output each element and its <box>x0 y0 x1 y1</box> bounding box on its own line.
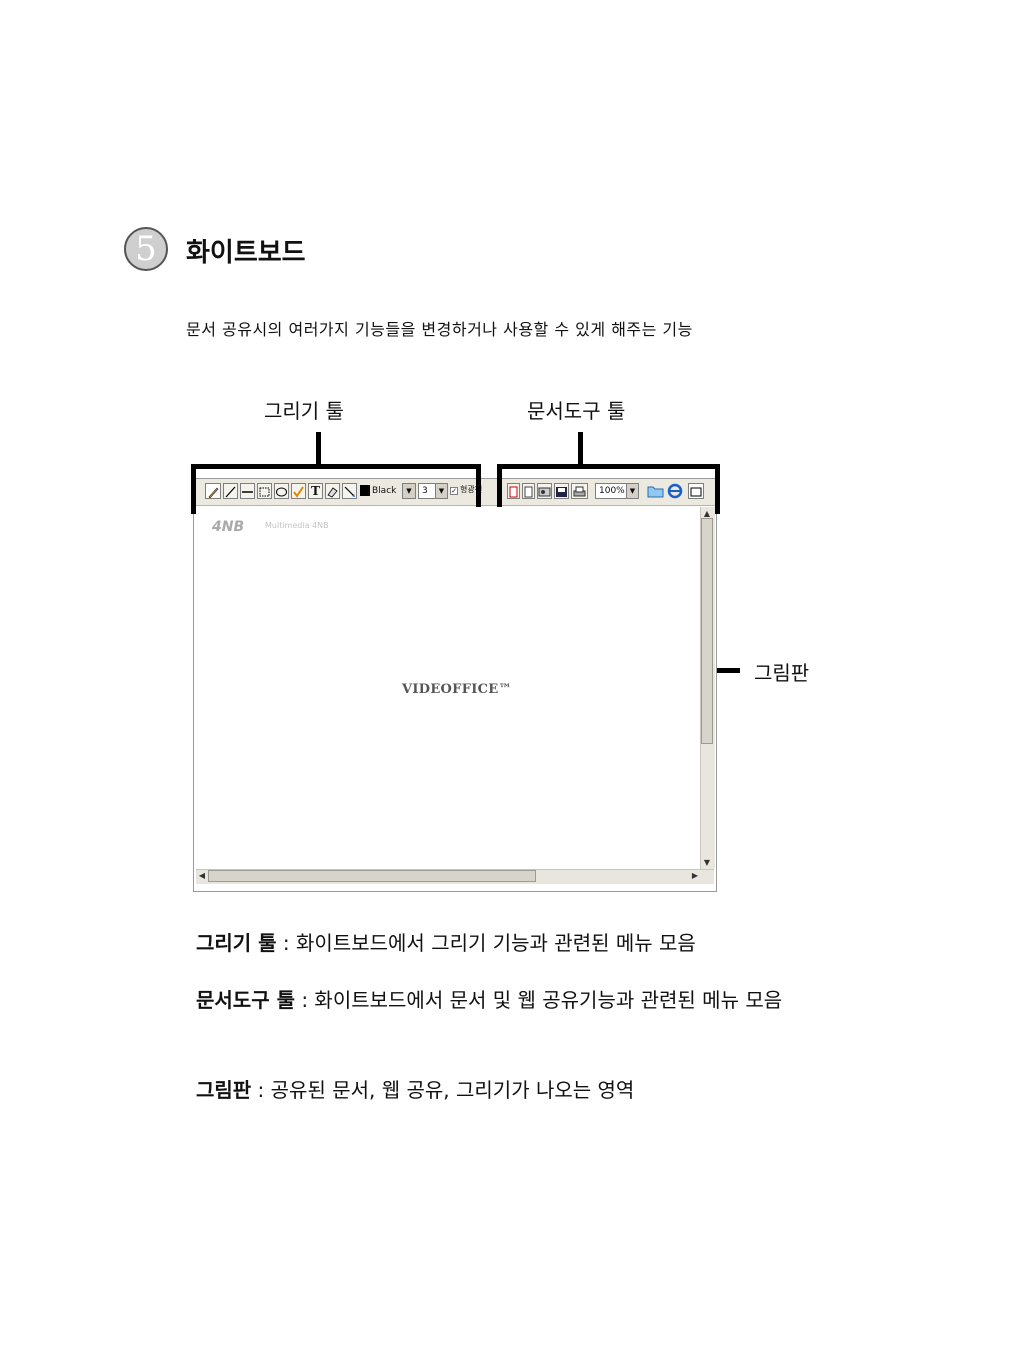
description-term: 그림판 <box>196 1078 252 1102</box>
eraser-tool-button[interactable] <box>325 483 340 499</box>
open-document-button[interactable] <box>507 483 520 499</box>
pointer-icon <box>344 486 355 497</box>
pointer-tool-button[interactable] <box>342 483 357 499</box>
description-document-tool: 문서도구 툴 : 화이트보드에서 문서 및 웹 공유기능과 관련된 메뉴 모음 <box>196 987 856 1013</box>
chevron-down-icon: ▼ <box>435 484 447 498</box>
rectangle-tool-button[interactable] <box>257 483 272 499</box>
description-text: : 화이트보드에서 그리기 기능과 관련된 메뉴 모음 <box>276 931 696 955</box>
whiteboard-toolbar: T Black ▼ 3▼ ✓ 형광펜 100%▼ <box>194 479 716 506</box>
eraser-icon <box>327 487 338 498</box>
open-folder-button[interactable] <box>647 483 665 499</box>
ellipse-tool-button[interactable] <box>274 483 289 499</box>
scroll-right-arrow-icon[interactable]: ▶ <box>691 871 699 880</box>
size-select[interactable]: 3▼ <box>418 483 448 499</box>
line-tool-button[interactable] <box>223 483 238 499</box>
pencil-icon <box>208 487 219 499</box>
size-value: 3 <box>422 486 428 496</box>
diagonal-line-icon <box>225 486 236 498</box>
color-label: Black <box>372 486 397 496</box>
document-red-icon <box>509 486 518 498</box>
description-board: 그림판 : 공유된 문서, 웹 공유, 그리기가 나오는 영역 <box>196 1077 856 1103</box>
save-button[interactable] <box>554 483 569 499</box>
image-button[interactable] <box>537 483 552 499</box>
straight-line-tool-button[interactable] <box>240 483 255 499</box>
description-text: : 공유된 문서, 웹 공유, 그리기가 나오는 영역 <box>251 1078 635 1102</box>
description-term: 문서도구 툴 <box>196 988 295 1012</box>
zoom-value: 100% <box>599 486 625 496</box>
section-number-badge: 5 <box>124 227 168 271</box>
new-page-button[interactable] <box>522 483 535 499</box>
check-tool-button[interactable] <box>291 483 306 499</box>
highlighter-checkbox[interactable]: ✓ <box>450 487 458 495</box>
color-swatch[interactable] <box>360 485 370 496</box>
image-icon <box>538 487 551 497</box>
zoom-select[interactable]: 100%▼ <box>595 483 639 499</box>
rectangle-icon <box>259 487 270 497</box>
scroll-down-arrow-icon[interactable]: ▼ <box>703 858 711 867</box>
scroll-left-arrow-icon[interactable]: ◀ <box>198 871 206 880</box>
checkmark-icon <box>293 486 304 498</box>
vertical-scroll-thumb[interactable] <box>701 518 713 744</box>
description-text: : 화이트보드에서 문서 및 웹 공유기능과 관련된 메뉴 모음 <box>294 988 783 1012</box>
videoffice-watermark: VIDEOFFICE™ <box>402 682 512 697</box>
pen-tool-button[interactable] <box>205 483 221 499</box>
callout-line-drawing <box>316 432 321 466</box>
folder-icon <box>647 486 664 498</box>
chevron-down-icon: ▼ <box>403 484 415 498</box>
horizontal-scroll-thumb[interactable] <box>208 870 536 882</box>
text-tool-button[interactable]: T <box>308 483 323 499</box>
window-icon <box>690 487 702 497</box>
scroll-up-arrow-icon[interactable]: ▲ <box>703 509 711 518</box>
drawing-canvas[interactable] <box>196 507 700 869</box>
blank-page-icon <box>524 486 533 498</box>
highlighter-label: 형광펜 <box>460 485 483 494</box>
callout-board: 그림판 <box>754 661 810 685</box>
ellipse-icon <box>276 487 287 497</box>
floppy-disk-icon <box>556 487 567 497</box>
callout-document-tool: 문서도구 툴 <box>527 399 626 423</box>
horizontal-line-icon <box>242 491 253 493</box>
section-intro: 문서 공유시의 여러가지 기능들을 변경하거나 사용할 수 있게 해주는 기능 <box>186 320 693 339</box>
fullscreen-button[interactable] <box>688 483 704 499</box>
printer-icon <box>573 486 586 497</box>
logo-subtitle: Multimedia 4NB <box>265 521 329 530</box>
4nb-logo: 4NB <box>212 519 245 535</box>
color-dropdown[interactable]: ▼ <box>402 483 416 499</box>
description-drawing-tool: 그리기 툴 : 화이트보드에서 그리기 기능과 관련된 메뉴 모음 <box>196 930 856 956</box>
callout-drawing-tool: 그리기 툴 <box>264 399 344 423</box>
chevron-down-icon: ▼ <box>626 484 638 498</box>
web-browser-button[interactable] <box>667 483 683 499</box>
description-term: 그리기 툴 <box>196 931 277 955</box>
print-button[interactable] <box>571 483 588 499</box>
internet-explorer-icon <box>667 483 683 499</box>
callout-line-document <box>578 432 583 466</box>
section-title: 화이트보드 <box>186 238 306 268</box>
